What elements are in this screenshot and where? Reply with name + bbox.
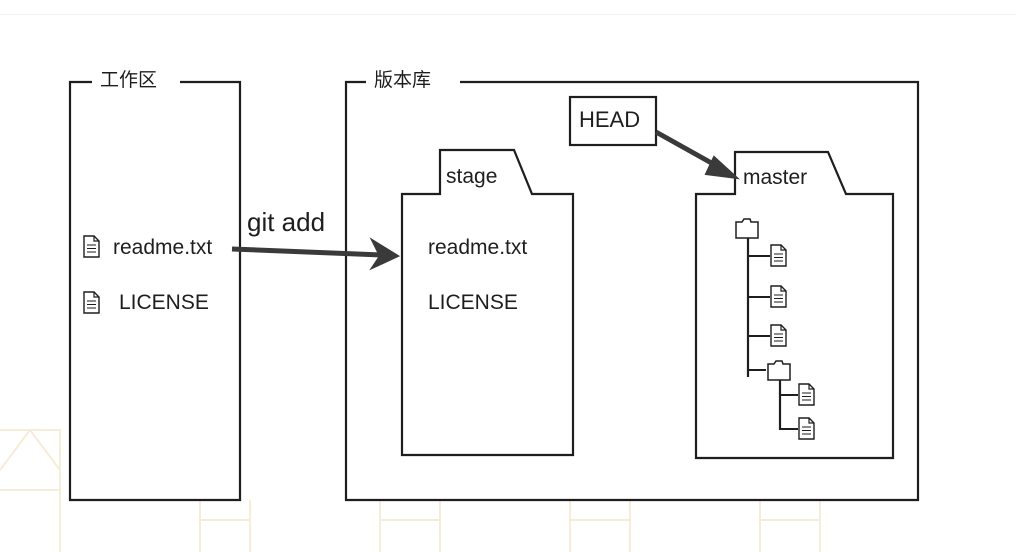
stage-file-license: LICENSE bbox=[428, 291, 518, 314]
file-icon bbox=[83, 291, 100, 314]
stage-tab-label: stage bbox=[446, 165, 498, 188]
git-add-label: git add bbox=[247, 207, 326, 237]
repository-title: 版本库 bbox=[368, 71, 438, 90]
master-tree bbox=[735, 218, 815, 440]
file-icon bbox=[798, 417, 815, 440]
file-icon bbox=[798, 383, 815, 406]
master-tab-label: master bbox=[743, 166, 808, 189]
master-folder bbox=[694, 150, 895, 460]
repository-frame bbox=[344, 80, 920, 502]
workspace-file-license: LICENSE bbox=[119, 291, 209, 314]
file-icon bbox=[770, 244, 787, 267]
workspace-file-readme: readme.txt bbox=[113, 236, 213, 259]
workspace-frame bbox=[68, 80, 242, 502]
git-add-arrow bbox=[231, 237, 401, 271]
stage-folder bbox=[400, 148, 575, 457]
folder-icon bbox=[767, 360, 791, 381]
file-icon bbox=[770, 324, 787, 347]
top-strip bbox=[0, 0, 1016, 15]
head-arrow bbox=[654, 129, 741, 180]
head-box bbox=[568, 95, 658, 147]
stage-file-readme: readme.txt bbox=[428, 236, 528, 259]
file-icon bbox=[770, 285, 787, 308]
head-label: HEAD bbox=[579, 107, 641, 132]
background-watermark bbox=[0, 429, 821, 552]
folder-icon bbox=[735, 218, 759, 239]
file-icon bbox=[83, 235, 100, 258]
workspace-title: 工作区 bbox=[94, 71, 164, 90]
